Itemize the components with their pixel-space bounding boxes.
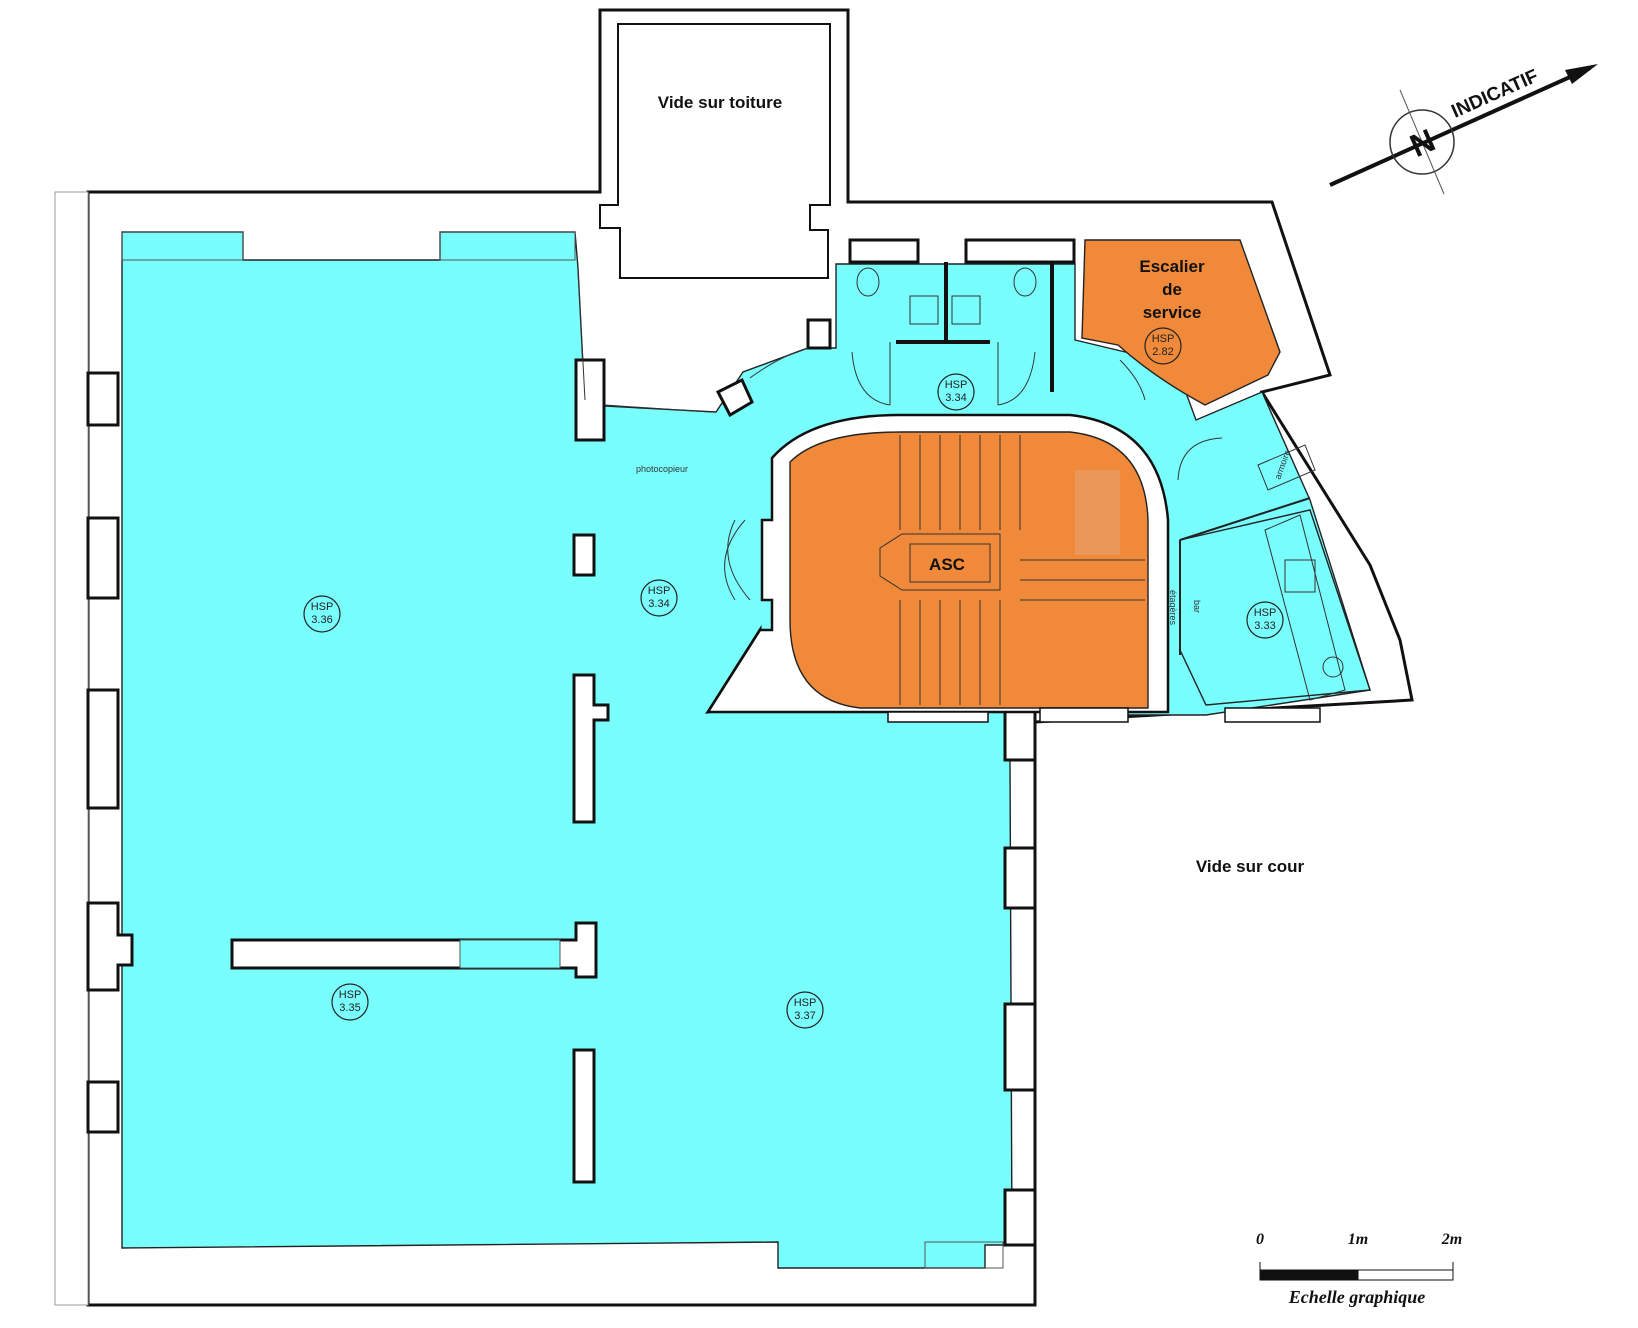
hsp-marker: HSP 3.34 [937,373,975,411]
svg-text:0: 0 [1256,1231,1264,1248]
service-stair-label-1: Escalier [1139,257,1205,276]
svg-text:3.34: 3.34 [945,392,966,404]
courtyard-void-label: Vide sur cour [1196,857,1305,876]
svg-text:HSP: HSP [945,379,968,391]
hsp-marker: HSP 2.82 [1144,327,1182,365]
door-swings [577,269,1146,601]
svg-text:3.36: 3.36 [311,614,332,626]
bottom-window-frames [887,707,1321,723]
window-strips [121,231,1004,1269]
svg-text:N: N [1405,122,1441,164]
service-staircase [1081,239,1281,406]
kitchenette [1177,437,1371,706]
svg-text:HSP: HSP [1254,607,1277,619]
hsp-marker: HSP 3.34 [640,579,678,617]
stair-treads [879,435,1145,705]
svg-text:3.34: 3.34 [648,598,669,610]
north-arrow-icon: N INDICATIF [1329,64,1598,195]
svg-text:Echelle graphique: Echelle graphique [1288,1287,1426,1307]
svg-text:HSP: HSP [648,585,671,597]
scale-bar: 0 1m 2m Echelle graphique [1256,1231,1462,1307]
service-stair-label-3: service [1143,303,1202,322]
hsp-marker: HSP 3.36 [303,595,341,633]
shelves-label: étagères [1168,590,1178,626]
photocopier-label: photocopieur [636,464,688,474]
svg-text:HSP: HSP [1152,333,1175,345]
svg-text:2m: 2m [1441,1231,1462,1248]
svg-text:1m: 1m [1348,1231,1368,1248]
wc-block [848,238,1076,406]
svg-text:HSP: HSP [339,989,362,1001]
svg-text:3.35: 3.35 [339,1002,360,1014]
svg-text:HSP: HSP [794,997,817,1009]
svg-text:3.33: 3.33 [1254,620,1275,632]
roof-void-shaft [599,23,831,279]
bar-label: bar [1192,600,1202,613]
service-stair-label-2: de [1162,280,1182,299]
svg-text:2.82: 2.82 [1152,346,1173,358]
svg-text:HSP: HSP [311,601,334,613]
elevator-label: ASC [929,555,965,574]
hsp-marker: HSP 3.37 [786,991,824,1029]
roof-void-label: Vide sur toiture [658,93,782,112]
svg-text:3.37: 3.37 [794,1010,815,1022]
hsp-marker: HSP 3.35 [331,983,369,1021]
elevator-stair-core [789,431,1149,709]
hsp-marker: HSP 3.33 [1246,601,1284,639]
